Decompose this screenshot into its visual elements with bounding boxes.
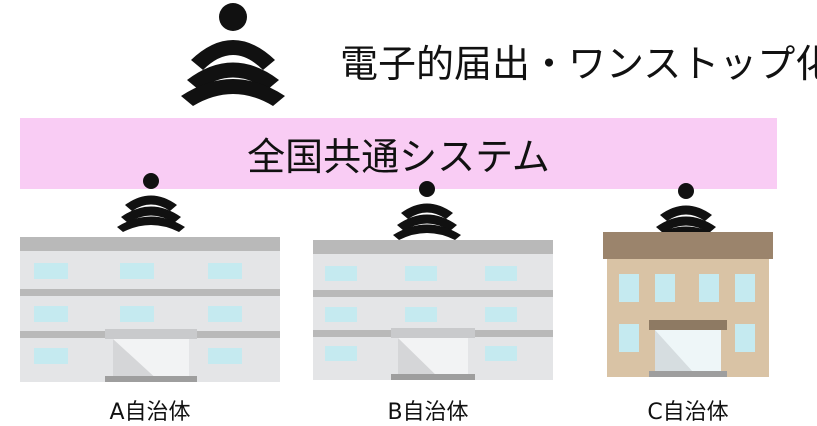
municipality-label-b: B自治体: [387, 400, 469, 425]
office-building-icon: [20, 237, 280, 382]
municipality-label-c: C自治体: [647, 400, 729, 425]
municipality-label-a: A自治体: [109, 400, 191, 425]
signal-icon-b: [393, 181, 461, 240]
office-building-icon: [313, 240, 553, 380]
broadcast-signal-icon: [181, 3, 285, 106]
signal-icon-a: [117, 173, 185, 232]
brown-building-icon: [603, 232, 773, 377]
signal-icon-c: [652, 183, 720, 242]
diagram-title: 電子的届出・ワンストップ化: [340, 42, 817, 86]
common-system-label: 全国共通システム: [247, 135, 550, 179]
